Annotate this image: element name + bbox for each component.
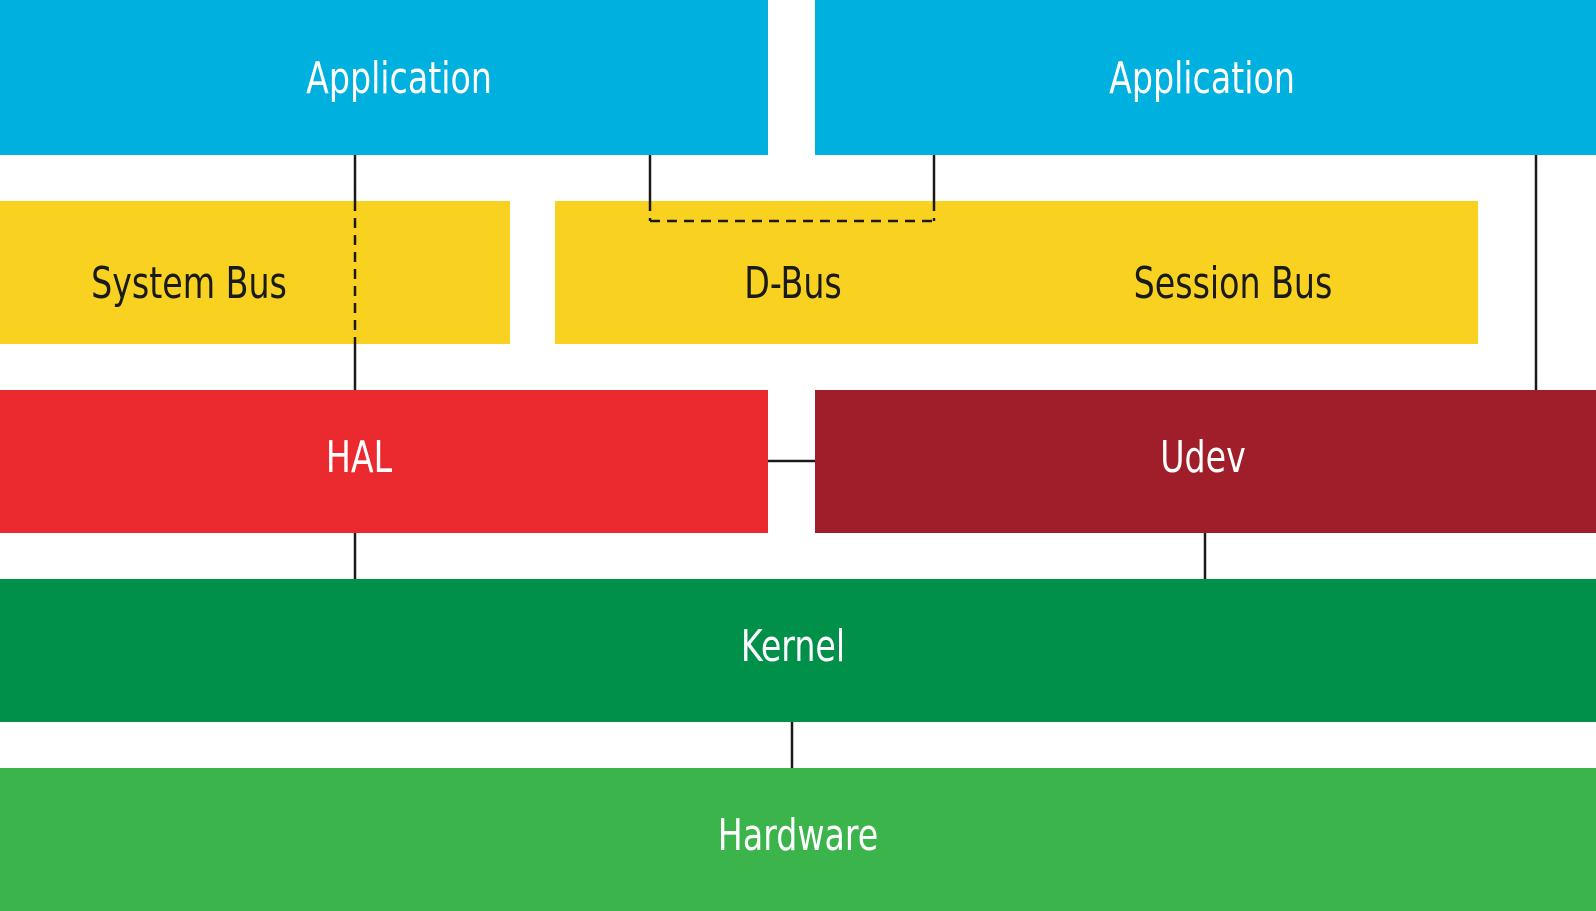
application-left-label: Application	[306, 53, 492, 104]
hal-block	[0, 390, 768, 533]
hardware-label: Hardware	[717, 810, 879, 861]
system-bus-label: System Bus	[91, 258, 287, 309]
session-bus-label: Session Bus	[1133, 258, 1333, 309]
dbus-block	[555, 201, 1478, 344]
hardware-block	[0, 768, 1596, 911]
udev-block	[815, 390, 1596, 533]
udev-label: Udev	[1160, 432, 1246, 483]
application-right-block	[815, 0, 1596, 155]
application-left-block	[0, 0, 768, 155]
system-bus-block	[0, 201, 510, 344]
hal-label: HAL	[325, 432, 393, 483]
kernel-block	[0, 579, 1596, 722]
application-right-label: Application	[1109, 53, 1295, 104]
dbus-label: D-Bus	[744, 258, 842, 309]
kernel-label: Kernel	[740, 621, 846, 672]
